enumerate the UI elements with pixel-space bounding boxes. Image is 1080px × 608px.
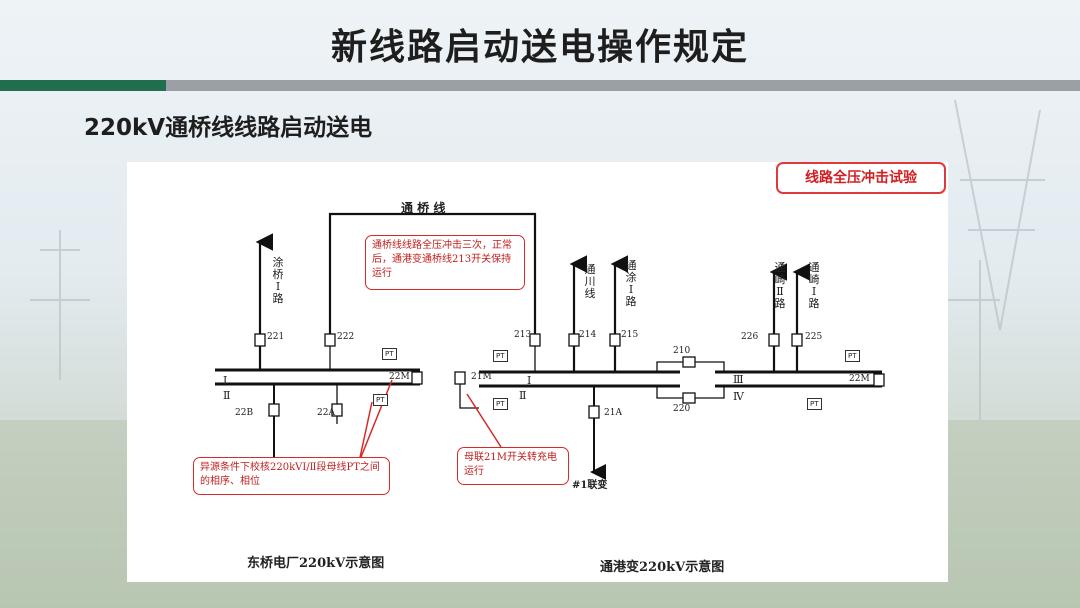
test-type-badge: 线路全压冲击试验 xyxy=(776,162,946,194)
switch-215: 215 xyxy=(621,330,639,340)
right-line-tongqi-1: 通崎Ⅰ路 xyxy=(808,261,820,310)
right-line-tongqi-2: 通崎Ⅱ路 xyxy=(774,261,786,310)
left-pt-1: PT xyxy=(382,348,397,360)
right-station-caption: 通港变220kV示意图 xyxy=(600,560,725,575)
left-station-caption: 东桥电厂220kV示意图 xyxy=(247,556,385,571)
switch-right-22M: 22M xyxy=(849,374,870,384)
tongqiao-line-label: 通 桥 线 xyxy=(401,201,446,215)
wiring-diagram xyxy=(215,212,885,480)
callout-line-impulse: 通桥线线路全压冲击三次，正常后，通港变通桥线213开关保持运行 xyxy=(365,235,525,290)
switch-214: 214 xyxy=(579,330,597,340)
title-divider-accent xyxy=(0,80,166,91)
right-bus-2-label: Ⅱ xyxy=(519,389,527,402)
left-bus-2-label: Ⅱ xyxy=(223,389,231,402)
right-pt-4: PT xyxy=(807,398,822,410)
diagram-panel: 通 桥 线 涂桥Ⅰ路 221 222 22B 22A 22M Ⅰ Ⅱ PT PT… xyxy=(127,162,948,582)
switch-226: 226 xyxy=(741,332,759,342)
right-line-tongchuan: 通川线 xyxy=(584,263,596,300)
title-divider xyxy=(0,80,1080,91)
transformer-label: #1联变 xyxy=(572,480,608,491)
right-pt-3: PT xyxy=(845,350,860,362)
switch-222: 222 xyxy=(337,332,355,342)
right-bus-4-label: Ⅳ xyxy=(733,390,744,403)
left-line-label: 涂桥Ⅰ路 xyxy=(272,256,284,305)
right-pt-2: PT xyxy=(493,398,508,410)
right-bus-3-label: Ⅲ xyxy=(733,373,744,386)
left-pt-2: PT xyxy=(373,394,388,406)
tongqiao-line xyxy=(328,212,537,340)
left-bus-1-label: Ⅰ xyxy=(223,374,228,387)
switch-22B: 22B xyxy=(235,408,254,418)
right-bus-1-label: Ⅰ xyxy=(527,374,532,387)
slide-subtitle: 220kV通桥线线路启动送电 xyxy=(84,115,373,141)
switch-21A: 21A xyxy=(604,408,622,418)
right-pt-1: PT xyxy=(493,350,508,362)
switch-21M: 21M xyxy=(471,372,492,382)
callout-phase-check: 异源条件下校核220kVⅠ/Ⅱ段母线PT之间的相序、相位 xyxy=(193,457,390,495)
switch-221: 221 xyxy=(267,332,285,342)
switch-22A: 22A xyxy=(317,408,335,418)
switch-210: 210 xyxy=(673,346,691,356)
slide-title: 新线路启动送电操作规定 xyxy=(330,27,749,68)
switch-220: 220 xyxy=(673,404,691,414)
switch-213: 213 xyxy=(514,330,532,340)
switch-left-22M: 22M xyxy=(389,372,410,382)
right-line-tongtu: 通涂Ⅰ路 xyxy=(625,259,637,308)
switch-225: 225 xyxy=(805,332,823,342)
callout-bus-tie: 母联21M开关转充电运行 xyxy=(457,447,569,485)
